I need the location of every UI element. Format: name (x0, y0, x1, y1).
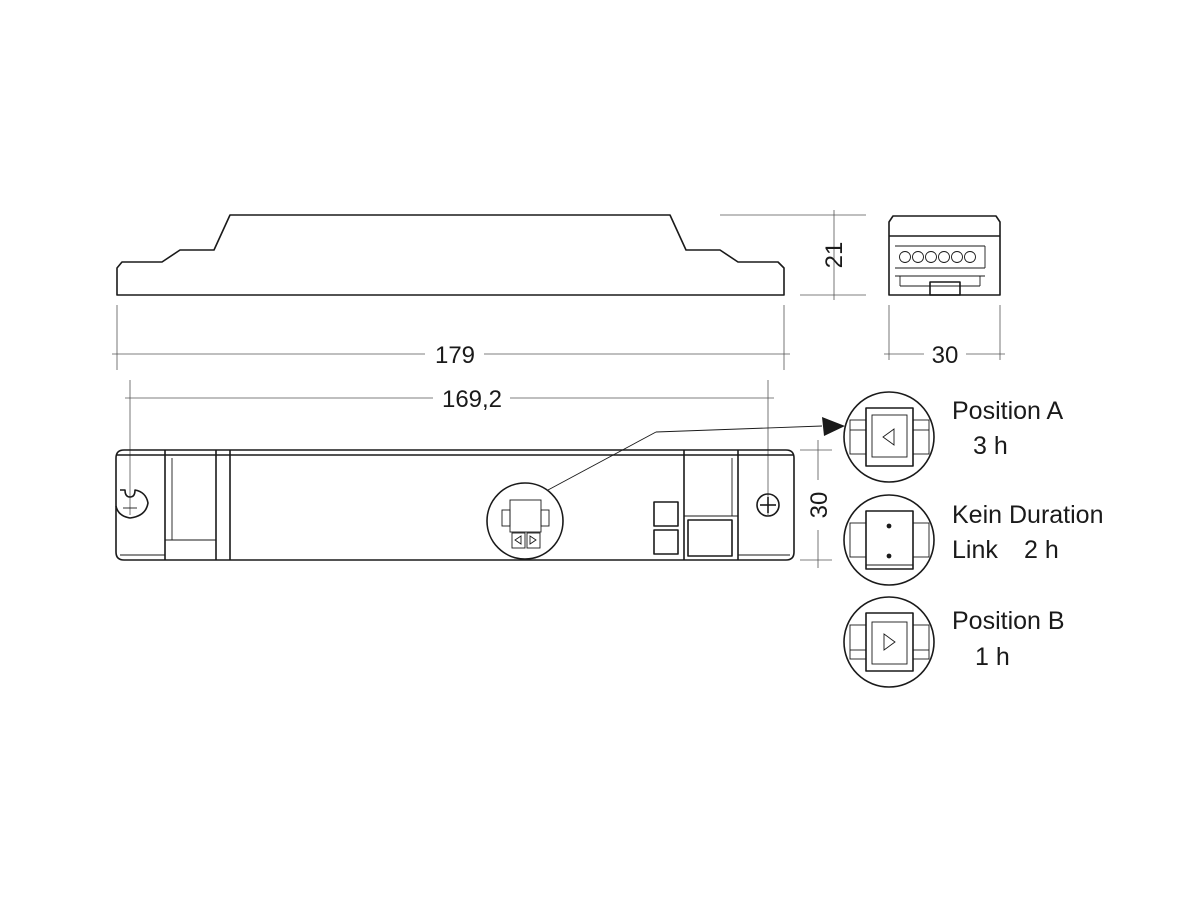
triangle-left-icon (882, 428, 895, 446)
dim-label-169: 169,2 (442, 386, 502, 413)
neutral-link: Link (952, 536, 998, 564)
dim-label-179: 179 (435, 342, 475, 369)
terminal-holes (899, 251, 976, 263)
position-b-title: Position B (952, 607, 1065, 635)
neutral-duration: 2 h (1024, 536, 1059, 564)
triangle-right-icon (883, 633, 896, 651)
neutral-title: Kein Duration (952, 501, 1103, 529)
position-b-duration: 1 h (975, 643, 1010, 671)
dim-label-30-end: 30 (932, 342, 959, 369)
side-view (116, 214, 785, 296)
detail-position-a (843, 391, 935, 483)
leader-arrow (547, 417, 845, 491)
dim-label-21: 21 (821, 242, 848, 269)
dim-length-169 (125, 380, 774, 515)
dim-width-30-top (800, 440, 832, 568)
dim-height-21 (720, 210, 866, 300)
detail-position-neutral (843, 494, 935, 586)
switch-magnifier (486, 482, 564, 560)
detail-position-b (843, 596, 935, 688)
top-view (115, 449, 795, 561)
dim-label-30-top: 30 (806, 492, 833, 519)
dim-width-30-end (884, 305, 1005, 360)
position-a-duration: 3 h (973, 432, 1008, 460)
dim-length-179 (112, 305, 790, 370)
position-a-title: Position A (952, 397, 1064, 425)
end-view (888, 215, 1001, 296)
